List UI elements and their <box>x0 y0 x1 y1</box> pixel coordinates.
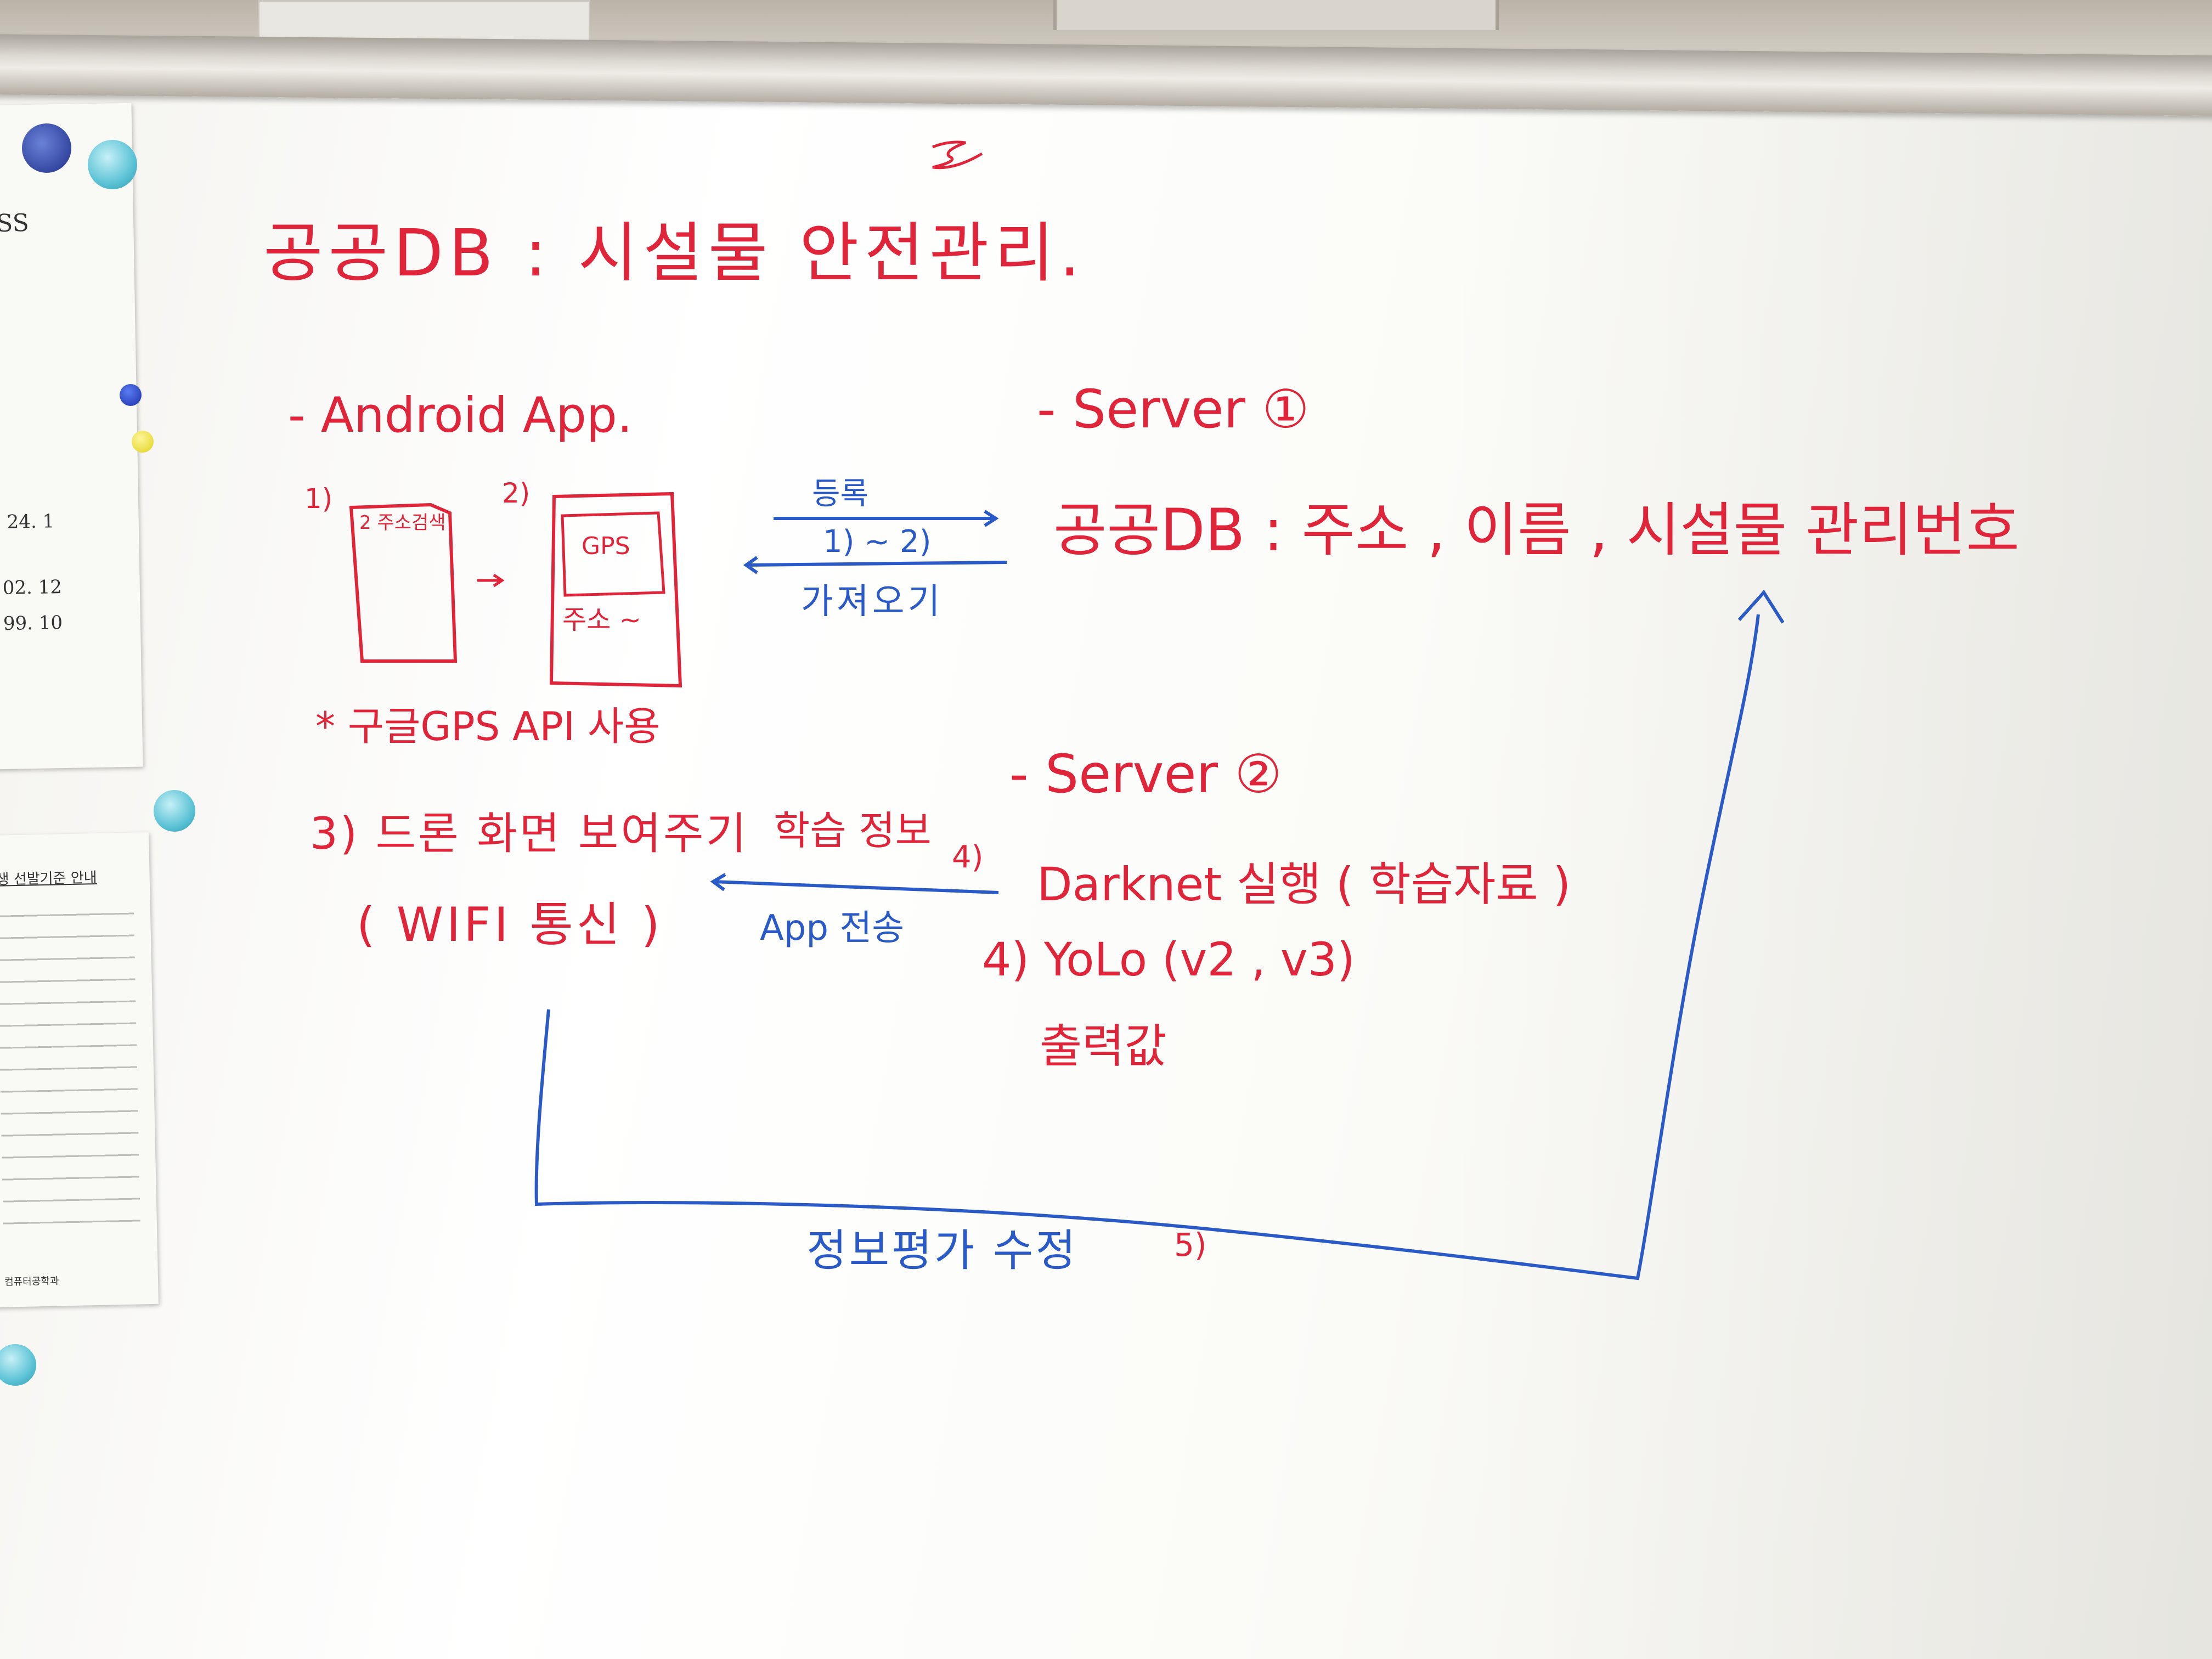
whiteboard-shade <box>1444 82 2212 1659</box>
range-label: 1) ~ 2) <box>823 524 932 560</box>
gps-box <box>561 511 665 597</box>
arrow-feedback-head <box>1737 590 1785 624</box>
yolo-line: 4) YoLo (v2 , v3) <box>982 933 1355 986</box>
arrow-feedback-loop <box>534 614 1760 1280</box>
shelf-object <box>258 0 590 42</box>
gps-api-note: * 구글GPS API 사용 <box>315 703 661 749</box>
learn-info-num: 4) <box>952 839 984 875</box>
phone-screen-1 <box>349 503 458 663</box>
magnet-cyan-1 <box>88 140 137 189</box>
wifi-note: ( WIFI 통신 ) <box>357 898 663 952</box>
red-squiggle <box>932 140 983 170</box>
output-value: 출력값 <box>1040 1019 1167 1073</box>
drone-screen-step: 3) 드론 화면 보여주기 <box>310 808 749 859</box>
learn-info-label: 학습 정보 <box>774 808 932 854</box>
whiteboard <box>0 82 2212 1659</box>
register-label: 등록 <box>812 476 869 512</box>
phone-screen-2 <box>549 492 682 688</box>
shelf-object-2 <box>1053 0 1499 30</box>
box1-label: 2 주소검색 <box>359 512 446 534</box>
feedback-num: 5) <box>1174 1226 1207 1263</box>
android-heading: - Android App. <box>288 387 633 443</box>
magnet-cyan-3 <box>0 1344 36 1386</box>
magnet-yellow <box>132 431 154 453</box>
magnet-cyan-2 <box>154 790 195 832</box>
arrow-fetch-left <box>743 556 1007 574</box>
arrow-learn-left <box>710 873 999 894</box>
feedback-label: 정보평가 수정 <box>806 1225 1079 1276</box>
server1-text: 공공DB : 주소 , 이름 , 시설물 관리번호 <box>1053 496 2020 564</box>
magnet-navy <box>22 123 71 173</box>
fetch-label: 가져오기 <box>801 582 944 622</box>
android-step-1: 1) <box>304 483 333 515</box>
box2-addr: 주소 ~ <box>562 605 641 635</box>
server2-heading: - Server ② <box>1009 743 1282 805</box>
app-send-label: App 전송 <box>760 908 905 949</box>
screen-arrow <box>477 573 505 588</box>
box2-gps: GPS <box>582 532 630 560</box>
darknet-line: Darknet 실행 ( 학습자료 ) <box>1037 857 1571 911</box>
magnet-blue-small <box>120 384 142 406</box>
board-title: 공공DB : 시설물 안전관리. <box>263 215 1086 291</box>
server1-heading: - Server ① <box>1037 379 1310 440</box>
android-step-2: 2) <box>502 477 531 509</box>
arrow-register-right <box>774 510 999 527</box>
